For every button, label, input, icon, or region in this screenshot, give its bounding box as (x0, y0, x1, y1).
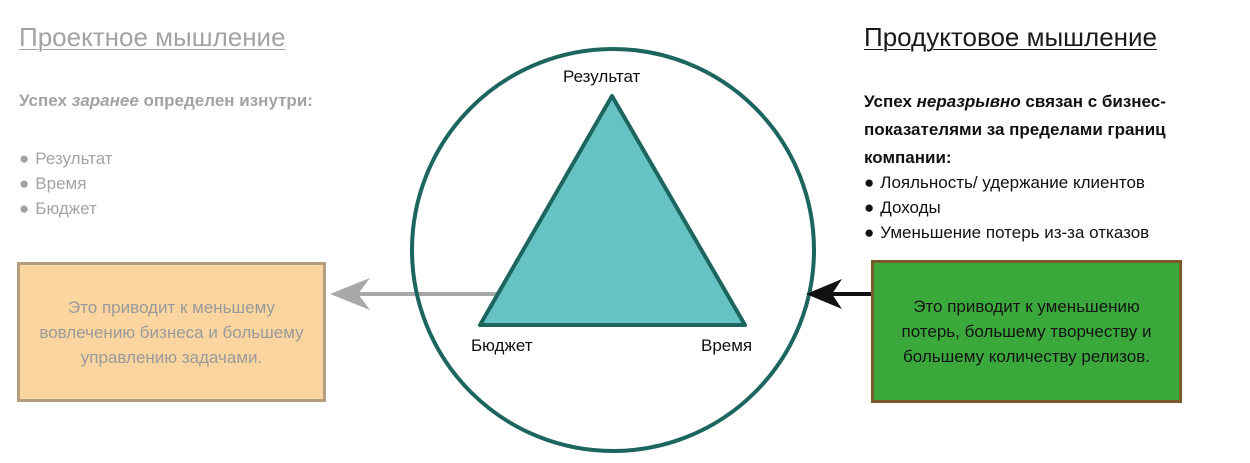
triangle-label-time: Время (701, 336, 753, 355)
project-criterion: Результат (35, 149, 113, 168)
project-thinking-title: Проектное мышление (19, 22, 286, 52)
right-arrow-head-icon (806, 279, 842, 309)
product-success-statement: Успех неразрывно связан с бизнес-показат… (864, 88, 1204, 172)
project-outcome-box: Это приводит к меньшему вовлечению бизне… (17, 262, 326, 402)
iron-triangle (478, 94, 747, 327)
project-success-prefix: Успех (19, 91, 72, 110)
project-success-suffix: определен изнутри: (138, 91, 313, 110)
list-item: ● Лояльность/ удержание клиентов (864, 170, 1149, 195)
project-outcome-text: Это приводит к меньшему вовлечению бизне… (39, 297, 304, 367)
triangle-label-budget: Бюджет (471, 336, 533, 355)
bullet-icon: ● (19, 149, 30, 168)
list-item: ● Уменьшение потерь из-за отказов (864, 220, 1149, 245)
project-criteria-list: ● Результат ● Время ● Бюджет (19, 146, 113, 221)
product-thinking-title: Продуктовое мышление (864, 22, 1158, 52)
project-criterion: Бюджет (35, 199, 97, 218)
list-item: ● Время (19, 171, 113, 196)
left-arrow-head-icon (330, 278, 370, 310)
list-item: ● Результат (19, 146, 113, 171)
project-success-emphasis: заранее (71, 91, 139, 110)
triangle-label-result: Результат (563, 67, 641, 86)
list-item: ● Бюджет (19, 196, 113, 221)
product-success-emphasis: неразрывно (916, 92, 1021, 111)
product-metrics-list: ●Лояльность/ удержание клиентов ●Доходы … (864, 170, 1149, 245)
bullet-icon: ● (864, 198, 875, 217)
product-metric: Доходы (880, 198, 941, 217)
product-outcome-box: Это приводит к уменьшению потерь, больше… (871, 260, 1182, 403)
product-metric: Уменьшение потерь из-за отказов (880, 223, 1150, 242)
product-success-prefix: Успех (864, 92, 917, 111)
list-item: ● Доходы (864, 195, 1149, 220)
project-criterion: Время (35, 174, 87, 193)
product-outcome-text: Это приводит к уменьшению потерь, больше… (901, 297, 1152, 366)
bullet-icon: ● (864, 223, 875, 242)
bullet-icon: ● (19, 199, 30, 218)
boundary-circle (410, 47, 816, 453)
bullet-icon: ● (864, 173, 875, 192)
product-success-suffix: связан с бизнес-показателями за пределам… (864, 92, 1166, 167)
project-success-statement: Успех заранее определен изнутри: (19, 88, 319, 113)
bullet-icon: ● (19, 174, 30, 193)
product-metric: Лояльность/ удержание клиентов (880, 173, 1145, 192)
